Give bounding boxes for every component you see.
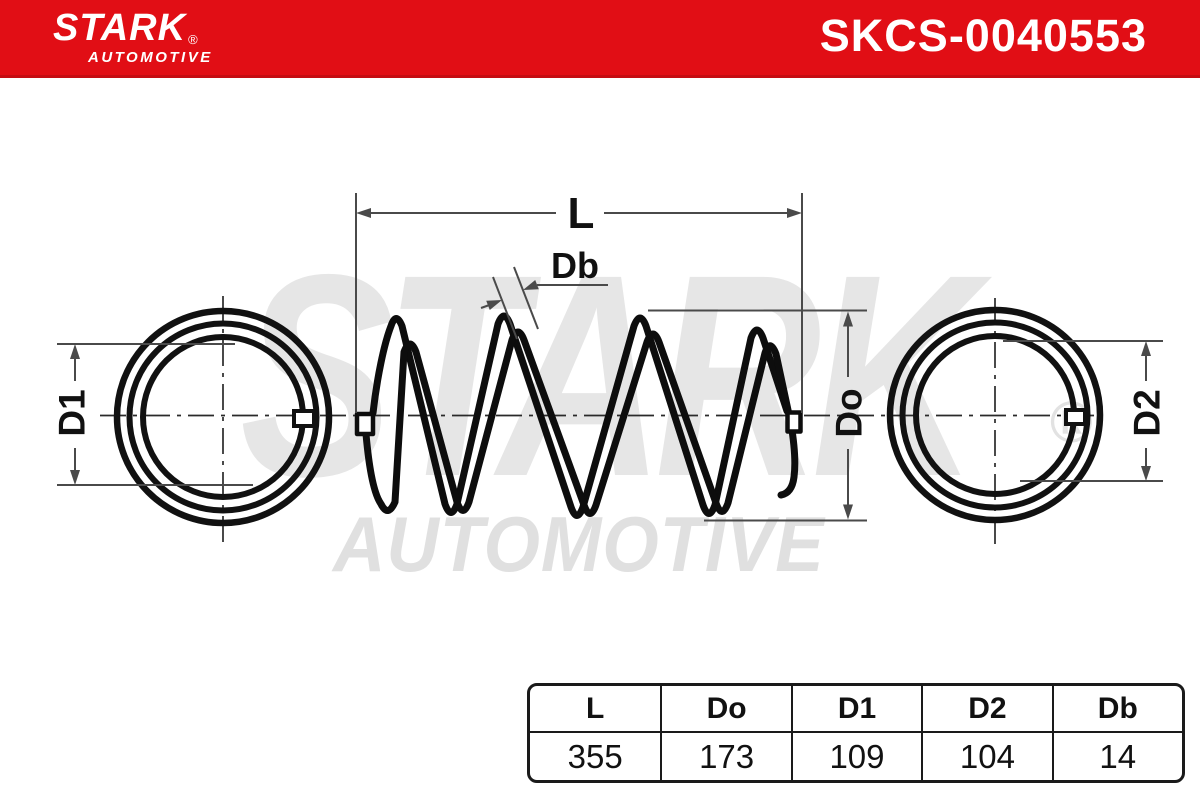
right-middle-coil [899, 319, 1091, 511]
table-header-l: L [530, 686, 661, 733]
right-end-view [886, 306, 1104, 524]
table-header-db: Db [1051, 686, 1182, 733]
table-header-do: Do [660, 686, 791, 733]
label-inner-diameter-2: D2 [1126, 389, 1168, 437]
l-arrow-left [356, 208, 371, 218]
d2-arrow-top [1141, 341, 1151, 356]
dimension-arrows [70, 208, 1151, 520]
table-value-d2: 104 [921, 733, 1051, 780]
label-length: L [567, 189, 595, 239]
left-middle-coil [126, 320, 320, 514]
left-outer-coil [113, 307, 333, 527]
label-inner-diameter-1: D1 [51, 389, 93, 437]
table-header-d1: D1 [790, 686, 922, 733]
db-arrow-upper [523, 279, 539, 290]
spring-side-view [354, 312, 803, 519]
dimensions-table: L Do D1 D2 Db 355 173 109 104 14 [527, 683, 1185, 783]
db-tangent-2 [513, 266, 539, 330]
label-wire-diameter: Db [551, 245, 599, 286]
stark-logo-subtext: AUTOMOTIVE [88, 49, 213, 66]
table-value-db: 14 [1051, 733, 1182, 780]
db-tangent-1 [492, 276, 518, 340]
table-header-d2: D2 [921, 686, 1052, 733]
stark-logo: STARK® AUTOMOTIVE [53, 9, 213, 65]
do-arrow-top [843, 311, 853, 327]
l-arrow-right [787, 208, 802, 218]
table-value-d1: 109 [790, 733, 921, 780]
spring-right-wire-end [785, 410, 803, 434]
d1-arrow-top [70, 344, 80, 359]
left-wire-end [292, 409, 316, 428]
d1-arrow-bottom [70, 470, 80, 485]
dimension-lines [57, 193, 1163, 522]
brand-header: STARK® AUTOMOTIVE SKCS-0040553 [0, 0, 1200, 78]
right-outer-coil [886, 306, 1104, 524]
d2-arrow-bottom [1141, 466, 1151, 481]
left-end-view [113, 307, 333, 527]
table-value-do: 173 [660, 733, 790, 780]
spring-outer-strand [369, 312, 791, 519]
db-arrow-lower [486, 300, 502, 311]
stark-logo-text: STARK [53, 7, 187, 49]
table-value-l: 355 [567, 737, 623, 775]
part-number: SKCS-0040553 [819, 10, 1147, 61]
registered-mark-icon: ® [188, 32, 198, 47]
label-outer-diameter: Do [828, 388, 870, 438]
right-wire-end [1064, 408, 1087, 426]
do-arrow-bottom [843, 504, 853, 520]
spring-left-wire-end [354, 411, 376, 437]
